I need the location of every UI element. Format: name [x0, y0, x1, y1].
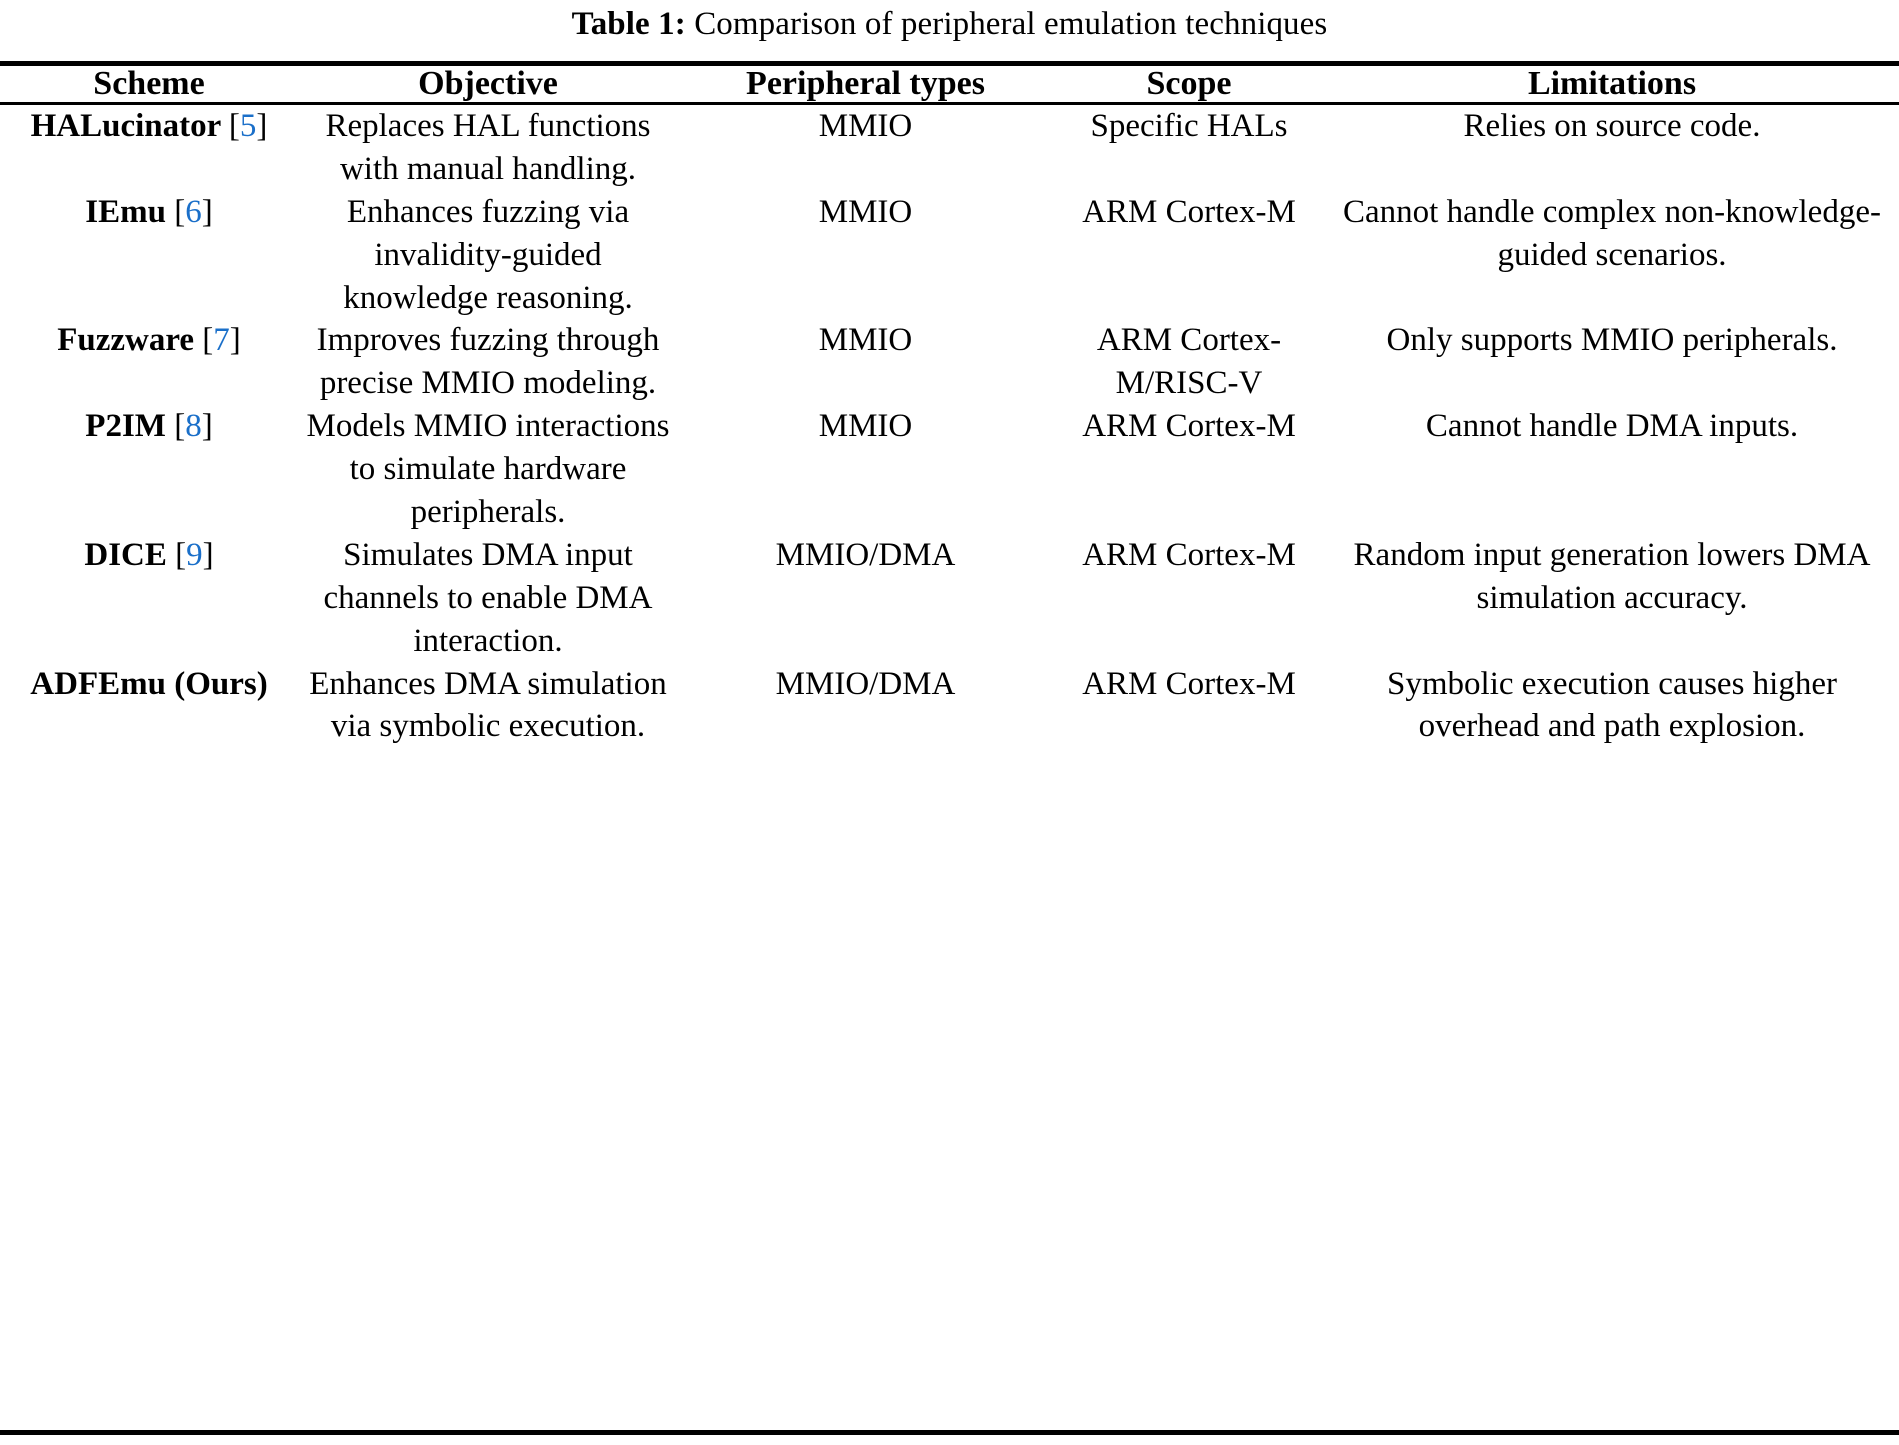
table-row: Fuzzware [7]Improves fuzzing through pre…: [0, 319, 1899, 405]
cell-scope: ARM Cortex-M: [1082, 536, 1296, 573]
cell-scheme: DICE [9]: [0, 534, 298, 663]
table-top-rule: [0, 61, 1899, 67]
cell-scheme: HALucinator [5]: [0, 105, 298, 191]
citation-reference[interactable]: [7]: [202, 322, 241, 358]
cell-scheme: Fuzzware [7]: [0, 319, 298, 405]
cell-peripheral-types: MMIO: [818, 408, 913, 445]
cell-objective: Enhances DMA simulation via symbolic exe…: [309, 665, 667, 745]
citation-reference[interactable]: [9]: [175, 537, 214, 573]
citation-number[interactable]: 9: [186, 536, 203, 573]
cell-limitations: Cannot handle complex non-knowledge-guid…: [1343, 193, 1881, 273]
header-row: Scheme Objective Peripheral types Scope …: [0, 66, 1899, 102]
cell-peripheral-types: MMIO: [818, 193, 913, 230]
column-header-peripheral-types: Peripheral types: [746, 65, 985, 103]
cell-scheme: P2IM [8]: [0, 405, 298, 534]
cell-scope: ARM Cortex-M: [1082, 193, 1296, 230]
citation-bracket-close: ]: [202, 536, 214, 573]
cell-scope: Specific HALs: [1090, 107, 1288, 144]
citation-bracket-open: [: [228, 107, 240, 144]
cell-objective: Enhances fuzzing via invalidity-guided k…: [343, 193, 633, 316]
cell-scope: ARM Cortex-M: [1082, 665, 1296, 702]
citation-bracket-close: ]: [256, 107, 268, 144]
scheme-name: IEmu: [85, 193, 166, 230]
scheme-name: P2IM: [85, 408, 166, 445]
table-body: HALucinator [5] Replaces HAL functions wi…: [0, 105, 1899, 748]
scheme-name: Fuzzware: [57, 322, 195, 359]
table-bottom-rule: [0, 1430, 1899, 1435]
table-row: DICE [9]Simulates DMA input channels to …: [0, 534, 1899, 663]
cell-limitations: Random input generation lowers DMA simul…: [1353, 536, 1871, 616]
scheme-name: ADFEmu (Ours): [30, 665, 268, 702]
cell-scope: ARM Cortex-M: [1082, 408, 1296, 445]
column-header-scheme: Scheme: [93, 65, 205, 103]
cell-limitations: Cannot handle DMA inputs.: [1425, 408, 1799, 445]
citation-bracket-close: ]: [201, 193, 213, 230]
citation-bracket-open: [: [175, 536, 187, 573]
table-row: IEmu [6] Enhances fuzzing via invalidity-…: [0, 191, 1899, 320]
citation-bracket-close: ]: [201, 408, 213, 445]
cell-peripheral-types: MMIO: [818, 107, 913, 144]
citation-number[interactable]: 7: [213, 322, 230, 359]
citation-number[interactable]: 8: [185, 408, 202, 445]
cell-limitations: Only supports MMIO peripherals.: [1386, 322, 1838, 359]
cell-objective: Simulates DMA input channels to enable D…: [323, 536, 653, 659]
column-header-scope: Scope: [1146, 65, 1232, 103]
table-caption: Table 1: Comparison of peripheral emulat…: [0, 0, 1899, 42]
table-header-rule: [0, 101, 1899, 105]
cell-scheme: IEmu [6]: [0, 191, 298, 320]
cell-limitations: Relies on source code.: [1463, 107, 1761, 144]
cell-peripheral-types: MMIO/DMA: [775, 665, 956, 702]
caption-text: Comparison of peripheral emulation techn…: [694, 6, 1328, 42]
cell-peripheral-types: MMIO/DMA: [775, 536, 956, 573]
caption-label: Table 1:: [571, 6, 686, 42]
citation-bracket-open: [: [202, 322, 214, 359]
table-row: P2IM [8]Models MMIO interactions to simu…: [0, 405, 1899, 534]
citation-reference[interactable]: [8]: [174, 408, 213, 444]
comparison-table-body: HALucinator [5] Replaces HAL functions wi…: [0, 105, 1899, 748]
citation-reference[interactable]: [5]: [229, 108, 268, 144]
citation-reference[interactable]: [6]: [174, 194, 213, 230]
scheme-name: DICE: [84, 536, 167, 573]
citation-number[interactable]: 5: [239, 107, 257, 144]
citation-bracket-open: [: [174, 193, 186, 230]
cell-objective: Replaces HAL functions with manual handl…: [325, 107, 651, 187]
cell-scope: ARM Cortex-M/RISC-V: [1096, 322, 1282, 402]
scheme-name: HALucinator: [30, 107, 221, 144]
table-header: Scheme Objective Peripheral types Scope …: [0, 66, 1899, 102]
comparison-table: Scheme Objective Peripheral types Scope …: [0, 66, 1899, 102]
table-row: ADFEmu (Ours) Enhances DMA simulation via…: [0, 663, 1899, 749]
cell-objective: Improves fuzzing through precise MMIO mo…: [316, 322, 660, 402]
cell-objective: Models MMIO interactions to simulate har…: [306, 408, 670, 530]
column-header-limitations: Limitations: [1527, 65, 1697, 103]
cell-scheme: ADFEmu (Ours): [0, 663, 298, 749]
cell-peripheral-types: MMIO: [818, 322, 913, 359]
column-header-objective: Objective: [418, 65, 558, 103]
table-row: HALucinator [5] Replaces HAL functions wi…: [0, 105, 1899, 191]
citation-number[interactable]: 6: [185, 193, 202, 230]
citation-bracket-open: [: [174, 408, 186, 445]
citation-bracket-close: ]: [229, 322, 241, 359]
cell-limitations: Symbolic execution causes higher overhea…: [1387, 665, 1837, 745]
